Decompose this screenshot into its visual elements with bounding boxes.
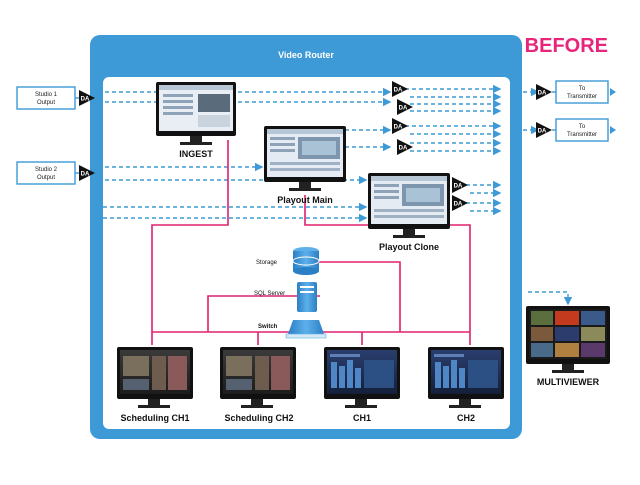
transmitter-2-line1: To — [579, 124, 586, 130]
ch2-monitor — [428, 347, 504, 408]
playout-main-monitor — [264, 126, 346, 191]
da-amplifier-9: DA — [536, 84, 552, 100]
da-amplifier-1: DA — [79, 90, 95, 106]
da-label: DA — [454, 184, 463, 190]
scheduling-ch2-monitor — [220, 347, 296, 408]
studio1-line2: Output — [37, 100, 55, 106]
da-amplifier-3: DA — [392, 81, 408, 97]
before-badge: BEFORE — [525, 35, 608, 57]
playout-clone-monitor — [368, 173, 450, 238]
sql-server-icon — [297, 282, 317, 312]
router-title: Video Router — [278, 50, 334, 60]
da-amplifier-2: DA — [79, 165, 95, 181]
ch1-label: CH1 — [353, 413, 371, 423]
transmitter-1-line2: Transmitter — [567, 94, 597, 100]
da-label: DA — [81, 97, 90, 103]
transmitter-2: To Transmitter — [555, 118, 609, 142]
da-amplifier-8: DA — [452, 195, 468, 211]
da-label: DA — [538, 91, 547, 97]
scheduling-ch1-monitor — [117, 347, 193, 408]
transmitter-2-line2: Transmitter — [567, 132, 597, 138]
ingest-label: INGEST — [179, 149, 213, 159]
ch1-monitor — [324, 347, 400, 408]
storage-label: Storage — [256, 260, 278, 266]
studio2-line1: Studio 2 — [35, 167, 58, 173]
da-label: DA — [394, 125, 403, 131]
studio1-line1: Studio 1 — [35, 92, 58, 98]
da-amplifier-6: DA — [397, 139, 413, 155]
signal-lines — [98, 84, 573, 306]
studio2-source: Studio 2 Output — [16, 161, 76, 185]
ingest-monitor — [156, 82, 236, 145]
switch-label: Switch — [258, 324, 278, 330]
playout-clone-label: Playout Clone — [379, 242, 439, 252]
da-label: DA — [399, 146, 408, 152]
da-amplifier-4: DA — [397, 99, 413, 115]
da-amplifier-5: DA — [392, 118, 408, 134]
scheduling-ch1-label: Scheduling CH1 — [120, 413, 189, 423]
multiviewer-monitor — [526, 306, 610, 373]
transmitter-1: To Transmitter — [555, 80, 609, 104]
da-label: DA — [81, 172, 90, 178]
da-label: DA — [394, 88, 403, 94]
da-label: DA — [454, 202, 463, 208]
multiviewer-label: MULTIVIEWER — [537, 377, 600, 387]
playout-main-label: Playout Main — [277, 195, 333, 205]
switch-icon — [285, 320, 327, 339]
ch2-label: CH2 — [457, 413, 475, 423]
studio1-source: Studio 1 Output — [16, 86, 76, 110]
da-label: DA — [399, 106, 408, 112]
da-label: DA — [538, 129, 547, 135]
da-amplifier-10: DA — [536, 122, 552, 138]
storage-icon — [292, 247, 320, 275]
studio2-line2: Output — [37, 175, 55, 181]
distribution-amplifiers: DA DA DA DA DA DA DA DA DA DA — [79, 81, 552, 211]
transmitter-1-line1: To — [579, 86, 586, 92]
sql-server-label: SQL Server — [254, 291, 285, 297]
scheduling-ch2-label: Scheduling CH2 — [224, 413, 293, 423]
da-amplifier-7: DA — [452, 177, 468, 193]
